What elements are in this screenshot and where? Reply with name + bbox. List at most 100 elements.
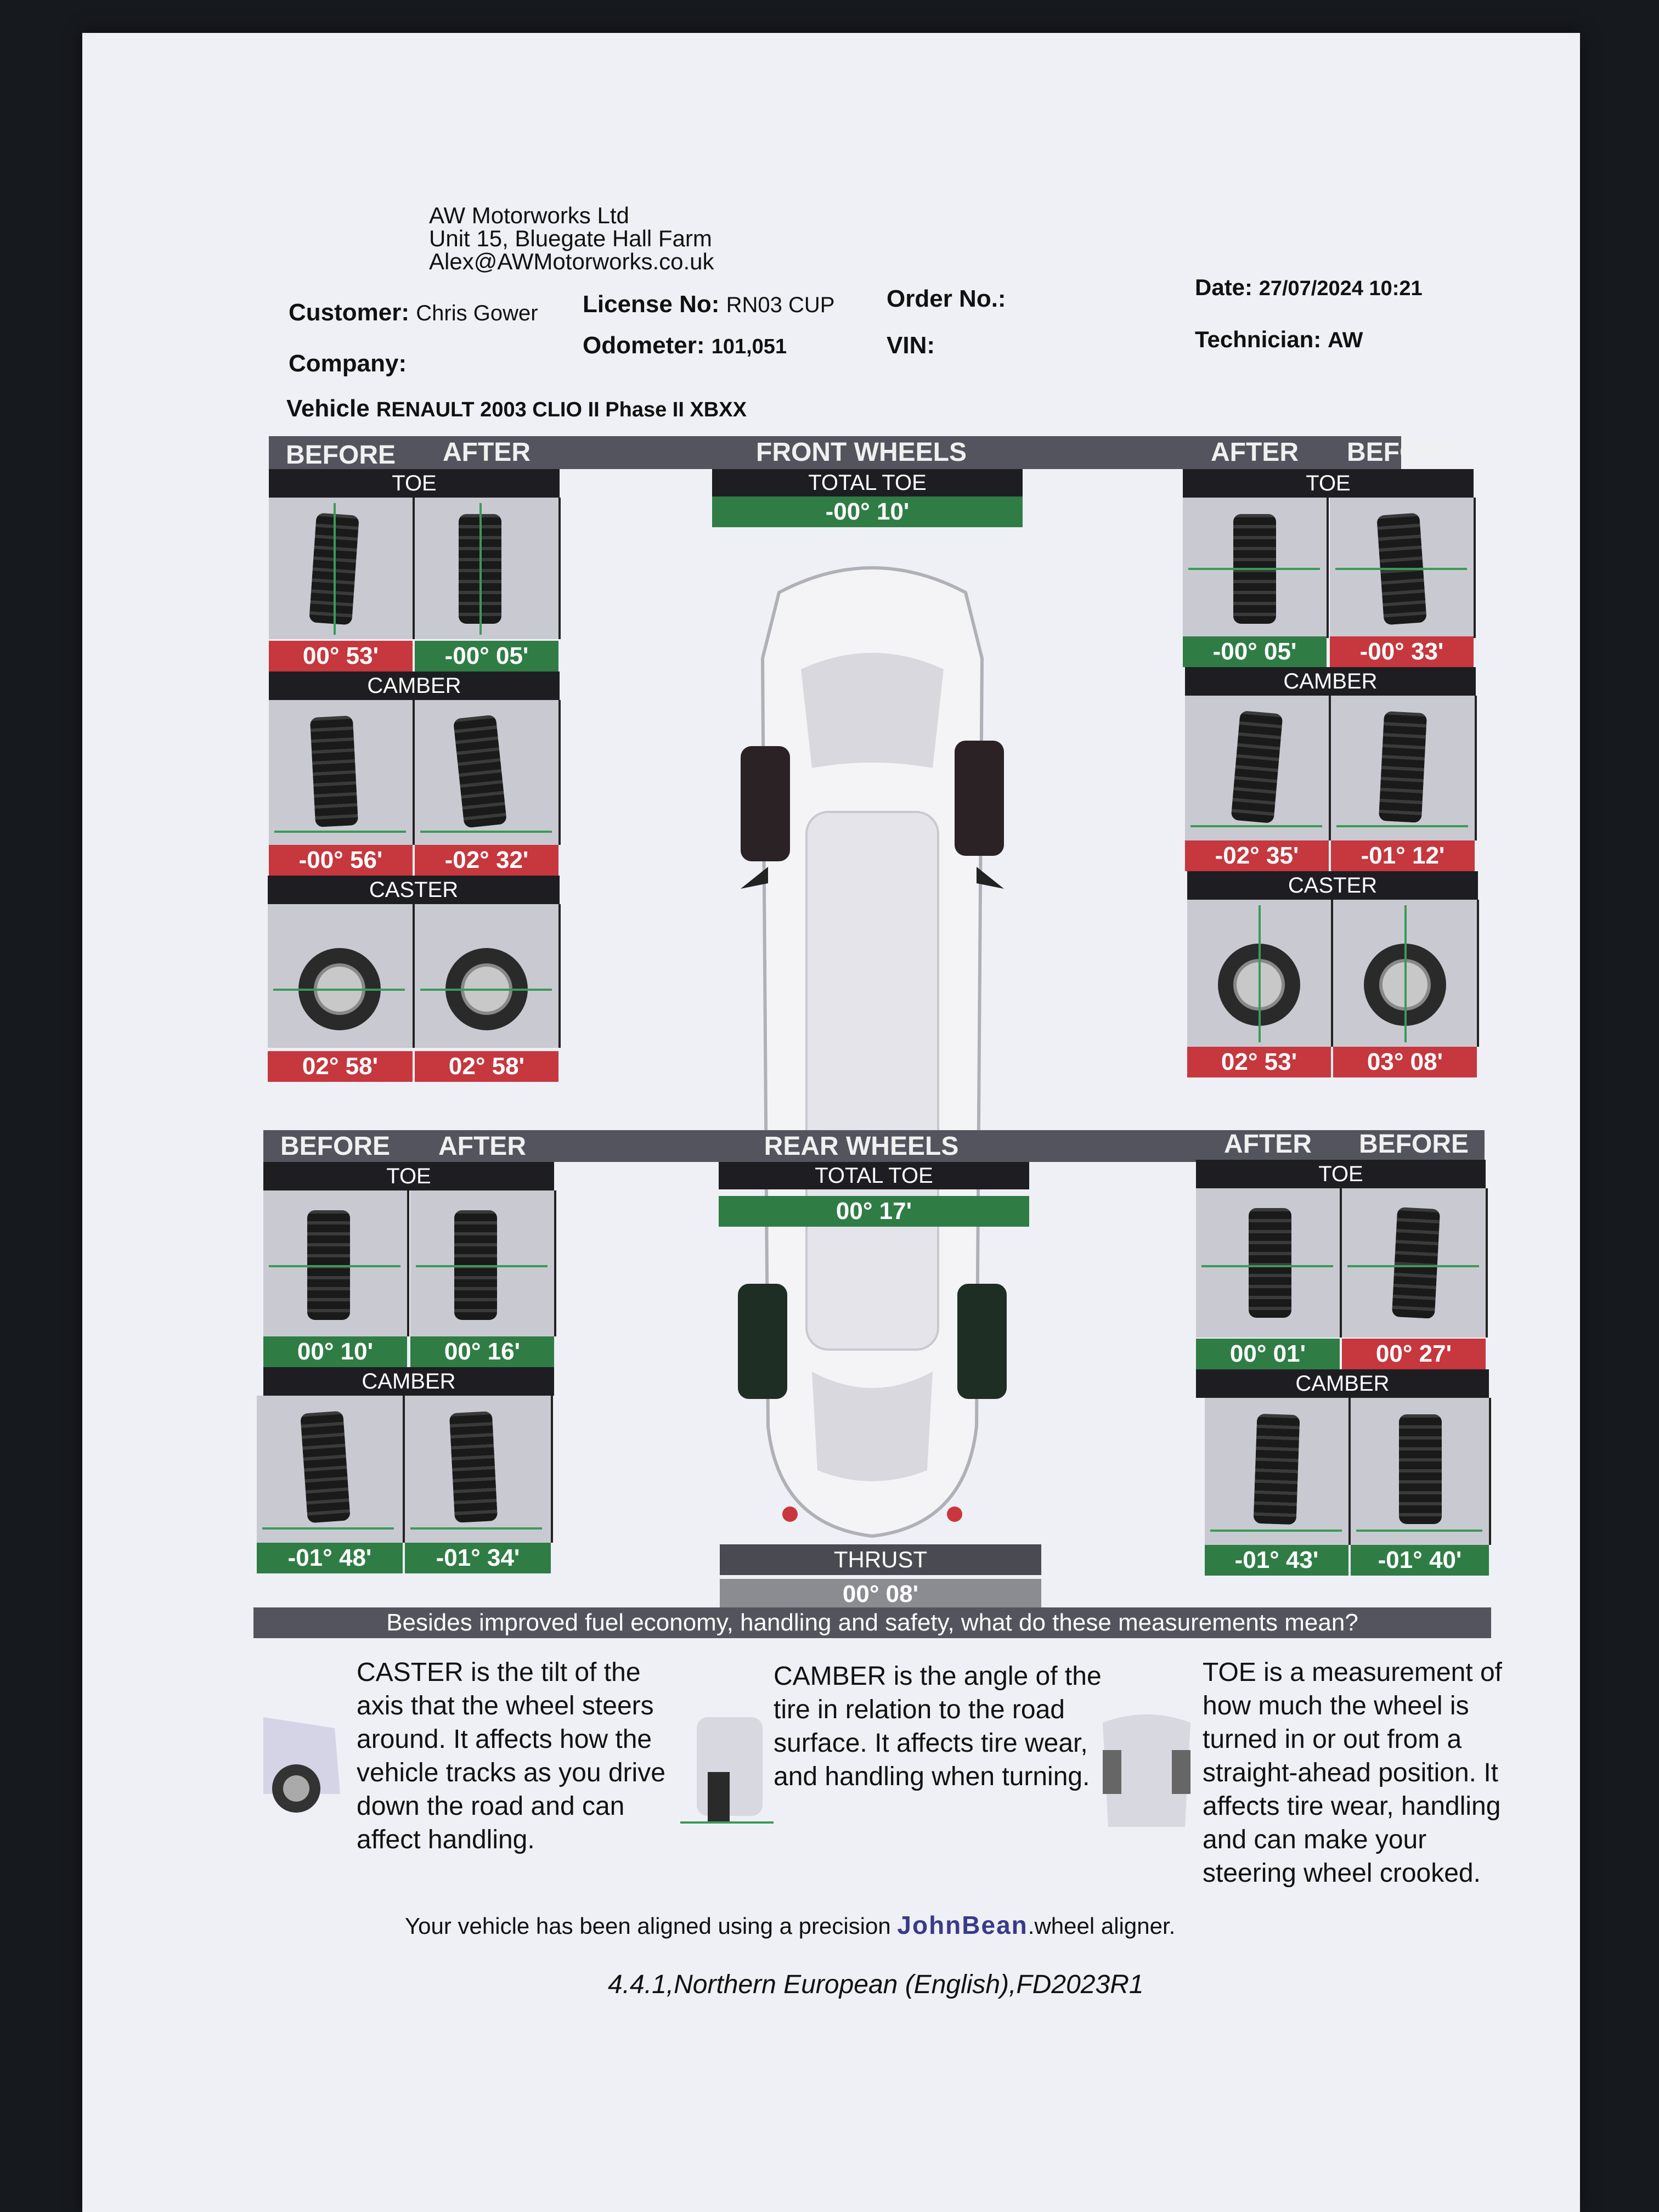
vehicle-label: Vehicle <box>286 395 370 422</box>
tire-icon <box>453 714 507 828</box>
tire-icon <box>449 1411 498 1523</box>
rear-right-camber-before-value: -01° 40' <box>1351 1545 1489 1576</box>
alignment-report-sheet: AW Motorworks Ltd Unit 15, Bluegate Hall… <box>82 33 1580 2212</box>
reference-line <box>1259 905 1261 1042</box>
rear-total-toe-value: 00° 17' <box>719 1196 1029 1227</box>
customer-value: Chris Gower <box>416 301 538 325</box>
reference-line <box>1201 1265 1333 1267</box>
reference-line <box>273 989 405 991</box>
car-top-view-image <box>738 566 1007 1538</box>
front-right-toe-before-diagram <box>1330 498 1476 638</box>
thrust-label: THRUST <box>720 1544 1041 1575</box>
front-left-camber-before-value: -00° 56' <box>269 845 413 876</box>
company-label: Company: <box>289 350 407 377</box>
shop-address: Unit 15, Bluegate Hall Farm <box>429 225 712 251</box>
ground-line <box>1356 1530 1482 1532</box>
license-value: RN03 CUP <box>726 293 835 317</box>
front-right-before-header: BEFORE <box>1346 438 1457 467</box>
rear-left-toe-before-diagram <box>263 1190 409 1336</box>
rear-wheels-title: REAR WHEELS <box>764 1132 959 1161</box>
rear-right-camber-after-value: -01° 43' <box>1205 1545 1348 1576</box>
rear-right-toe-after-value: 00° 01' <box>1196 1339 1340 1369</box>
camber-icon <box>680 1717 774 1824</box>
date-label: Date: <box>1195 274 1253 300</box>
front-left-caster-label: CASTER <box>268 876 560 904</box>
front-left-toe-after-value: -00° 05' <box>415 641 558 672</box>
rear-right-toe-label: TOE <box>1196 1160 1486 1188</box>
shop-email: Alex@AWMotorworks.co.uk <box>429 249 714 274</box>
reference-line <box>416 1265 548 1267</box>
technician-label: Technician: <box>1195 326 1322 352</box>
rear-left-camber-after-value: -01° 34' <box>405 1543 551 1573</box>
front-right-caster-before-value: 03° 08' <box>1333 1047 1477 1077</box>
front-right-toe-after-value: -00° 05' <box>1183 636 1327 667</box>
front-left-toe-before-diagram <box>269 498 415 639</box>
rear-wheels-band <box>263 1130 1485 1162</box>
tire-icon <box>1378 711 1427 823</box>
front-left-camber-before-diagram <box>269 700 415 845</box>
aligned-statement: Your vehicle has been aligned using a pr… <box>405 1910 1175 1940</box>
front-total-toe-label: TOTAL TOE <box>712 469 1023 496</box>
rear-left-toe-label: TOE <box>263 1162 554 1190</box>
rear-right-toe-before-diagram <box>1342 1188 1488 1338</box>
tire-icon <box>1249 1208 1291 1318</box>
front-total-toe-value: -00° 10' <box>712 496 1023 527</box>
front-wheels-title: FRONT WHEELS <box>756 438 967 467</box>
front-left-toe-after-diagram <box>415 498 561 639</box>
front-left-caster-before-value: 02° 58' <box>268 1051 413 1082</box>
front-left-after-header: AFTER <box>443 438 531 467</box>
front-left-camber-label: CAMBER <box>269 672 560 700</box>
customer-field: Customer: Chris Gower <box>289 299 538 326</box>
front-right-camber-after-diagram <box>1185 696 1331 840</box>
rear-left-camber-before-value: -01° 48' <box>257 1543 403 1573</box>
front-left-toe-label: TOE <box>269 469 560 498</box>
rear-left-camber-before-diagram <box>257 1396 405 1543</box>
aligned-suffix: .wheel aligner. <box>1028 1913 1176 1939</box>
front-left-toe-before-value: 00° 53' <box>269 641 413 672</box>
toe-explanation: TOE is a measurement of how much the whe… <box>1203 1658 1502 1888</box>
rear-left-camber-after-diagram <box>405 1396 553 1543</box>
rear-left-toe-after-diagram <box>410 1190 556 1336</box>
front-left-caster-after-value: 02° 58' <box>415 1051 558 1082</box>
reference-line <box>1335 568 1467 570</box>
odometer-value: 101,051 <box>711 335 787 358</box>
front-right-caster-after-value: 02° 53' <box>1187 1047 1331 1077</box>
caster-explanation: CASTER is the tilt of the axis that the … <box>357 1658 665 1854</box>
front-right-caster-label: CASTER <box>1187 871 1478 900</box>
front-right-camber-after-value: -02° 35' <box>1185 840 1329 871</box>
technician-value: AW <box>1327 328 1363 352</box>
rear-right-camber-after-diagram <box>1205 1398 1351 1545</box>
ground-line <box>410 1527 542 1530</box>
ground-line <box>262 1527 394 1530</box>
software-version: 4.4.1,Northern European (English),FD2023… <box>608 1970 1144 1999</box>
aligned-prefix: Your vehicle has been aligned using a pr… <box>405 1913 891 1939</box>
front-right-camber-before-diagram <box>1331 696 1477 840</box>
front-left-camber-after-diagram <box>415 700 561 845</box>
rear-right-before-header: BEFORE <box>1358 1130 1469 1159</box>
customer-label: Customer: <box>289 299 410 326</box>
front-left-caster-after-diagram <box>415 904 561 1048</box>
front-left-before-header: BEFORE <box>285 441 396 470</box>
front-left-caster-before-diagram <box>268 904 415 1048</box>
front-wheels-band <box>269 436 1401 469</box>
ground-line <box>1336 825 1468 827</box>
reference-line <box>1404 905 1407 1042</box>
date-value: 27/07/2024 10:21 <box>1259 277 1423 300</box>
rear-right-after-header: AFTER <box>1224 1130 1312 1159</box>
tire-icon <box>1253 1413 1300 1525</box>
vin-label: VIN: <box>887 332 935 359</box>
rear-left-camber-label: CAMBER <box>263 1367 554 1396</box>
tire-icon <box>1231 710 1283 824</box>
front-left-camber-after-value: -02° 32' <box>415 845 558 876</box>
rear-left-before-header: BEFORE <box>280 1132 390 1161</box>
ground-line <box>1210 1530 1342 1532</box>
license-field: License No: RN03 CUP <box>583 291 834 318</box>
tire-icon <box>309 715 359 827</box>
rear-right-toe-after-diagram <box>1196 1188 1342 1338</box>
thrust-value: 00° 08' <box>720 1579 1041 1610</box>
reference-line <box>420 989 552 991</box>
tire-icon <box>1391 1207 1441 1319</box>
reference-line <box>334 503 336 635</box>
vehicle-value: RENAULT 2003 CLIO II Phase II XBXX <box>376 398 747 421</box>
ground-line <box>274 831 406 833</box>
